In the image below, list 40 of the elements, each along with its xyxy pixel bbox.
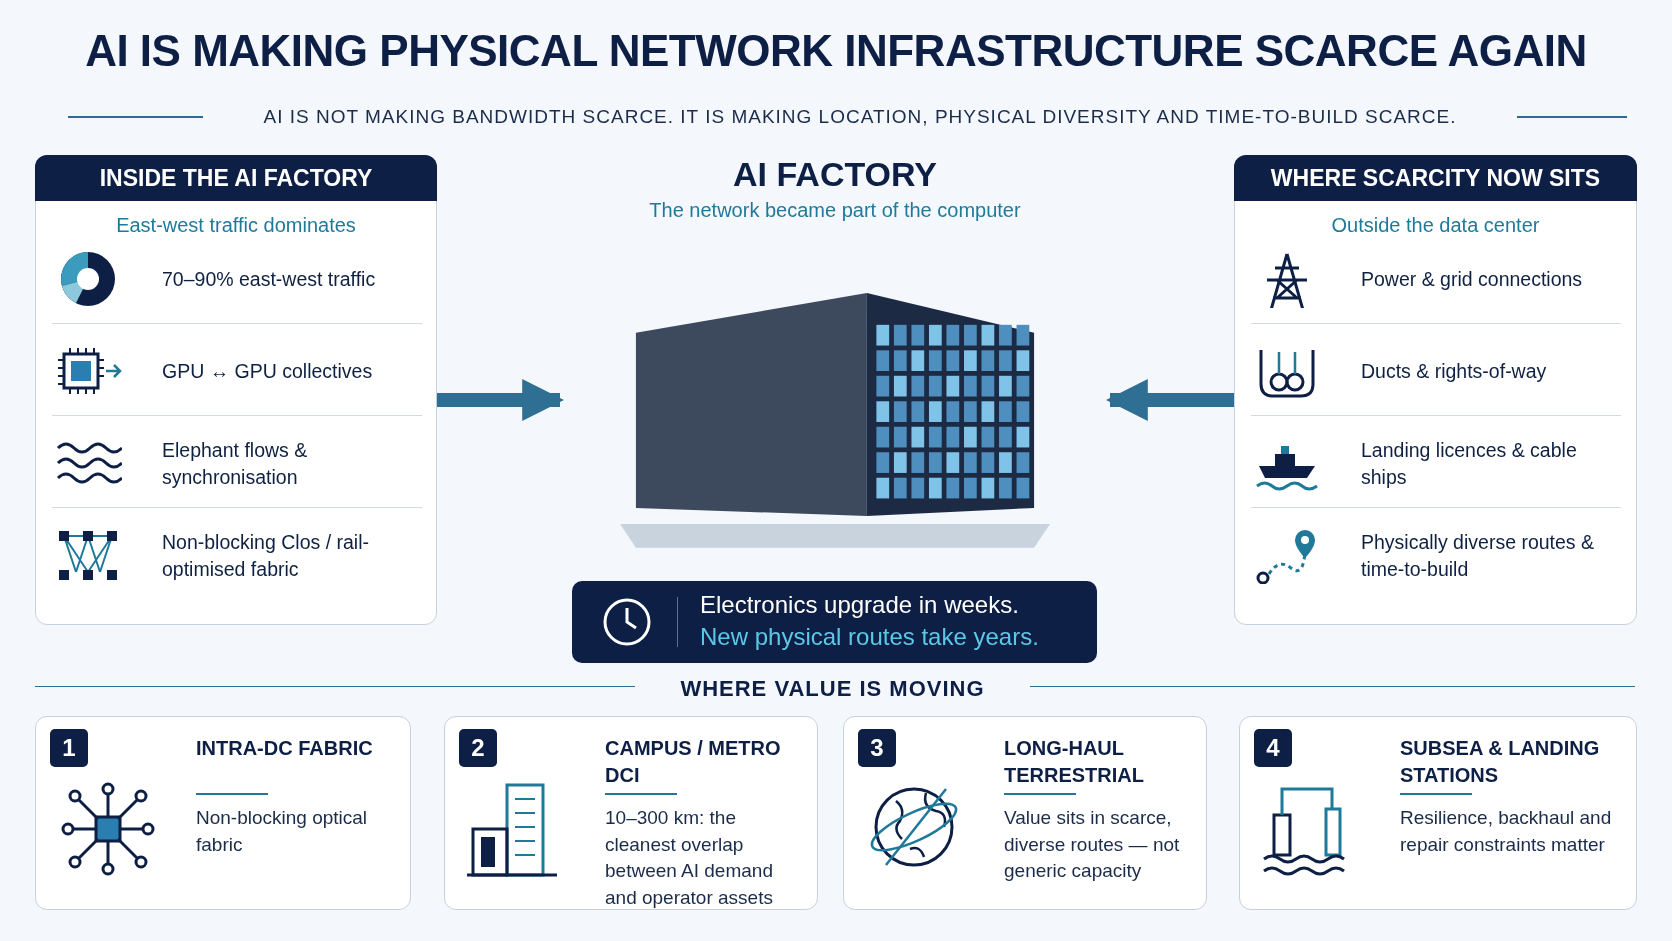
- value-card: [1239, 716, 1637, 910]
- number-badge: 2: [459, 729, 497, 767]
- card-title: SUBSEA & LANDING STATIONS: [1400, 736, 1601, 788]
- panel-subheading: Outside the data center: [1330, 214, 1541, 237]
- title: AI IS MAKING PHYSICAL NETWORK INFRASTRUCTURE SCARCE AGAIN: [84, 26, 1588, 76]
- card-text: Non-blocking optical fabric: [196, 806, 369, 857]
- panel-header: WHERE SCARCITY NOW SITS: [1234, 155, 1637, 201]
- factory-subheading: The network became part of the computer: [648, 199, 1022, 222]
- number-badge: 3: [858, 729, 896, 767]
- arrow: [1105, 379, 1234, 421]
- card-text: Resilience, backhaul and repair constraints matter: [1400, 806, 1613, 857]
- value-card: [35, 716, 411, 910]
- info-panel: [35, 155, 437, 625]
- card-title: LONG-HAUL TERRESTRIAL: [1004, 736, 1145, 788]
- callout-highlight: New physical routes take years.: [700, 623, 1039, 651]
- item-text: Power & grid connections: [1361, 267, 1584, 293]
- card-title: INTRA-DC FABRIC: [196, 736, 374, 761]
- item-text: 70–90% east-west traffic: [162, 267, 377, 293]
- item-text: Physically diverse routes & time-to-build: [1361, 529, 1595, 582]
- callout-text: Electronics upgrade in weeks.: [700, 591, 1019, 619]
- callout-box: [572, 581, 1097, 663]
- subtitle: AI IS NOT MAKING BANDWIDTH SCARCE. IT IS MAKING LOCATION, PHYSICAL DIVERSITY AND TIME-TO-BUILD SCARCE.: [262, 106, 1458, 128]
- info-panel: [1234, 155, 1637, 625]
- number-badge: 4: [1254, 729, 1292, 767]
- card-text: 10–300 km: the cleanest overlap between AI demand and operator assets: [605, 806, 774, 910]
- item-text: Landing licences & cable ships: [1361, 437, 1578, 490]
- section-heading: WHERE VALUE IS MOVING: [679, 676, 986, 702]
- card-title: CAMPUS / METRO DCI: [605, 736, 782, 788]
- card-text: Value sits in scarce, diverse routes — not generic capacity: [1004, 806, 1181, 884]
- factory-heading: AI FACTORY: [732, 155, 938, 194]
- number-badge: 1: [50, 729, 88, 767]
- panel-subheading: East-west traffic dominates: [115, 214, 357, 237]
- item-text: Elephant flows & synchronisation: [162, 437, 309, 490]
- item-text: GPU ↔ GPU collectives: [162, 359, 374, 385]
- value-card: [843, 716, 1207, 910]
- panel-header: INSIDE THE AI FACTORY: [35, 155, 437, 201]
- arrow: [437, 379, 565, 421]
- item-text: Non-blocking Clos / rail-optimised fabric: [162, 529, 370, 582]
- value-card: [444, 716, 818, 910]
- item-text: Ducts & rights-of-way: [1361, 359, 1548, 385]
